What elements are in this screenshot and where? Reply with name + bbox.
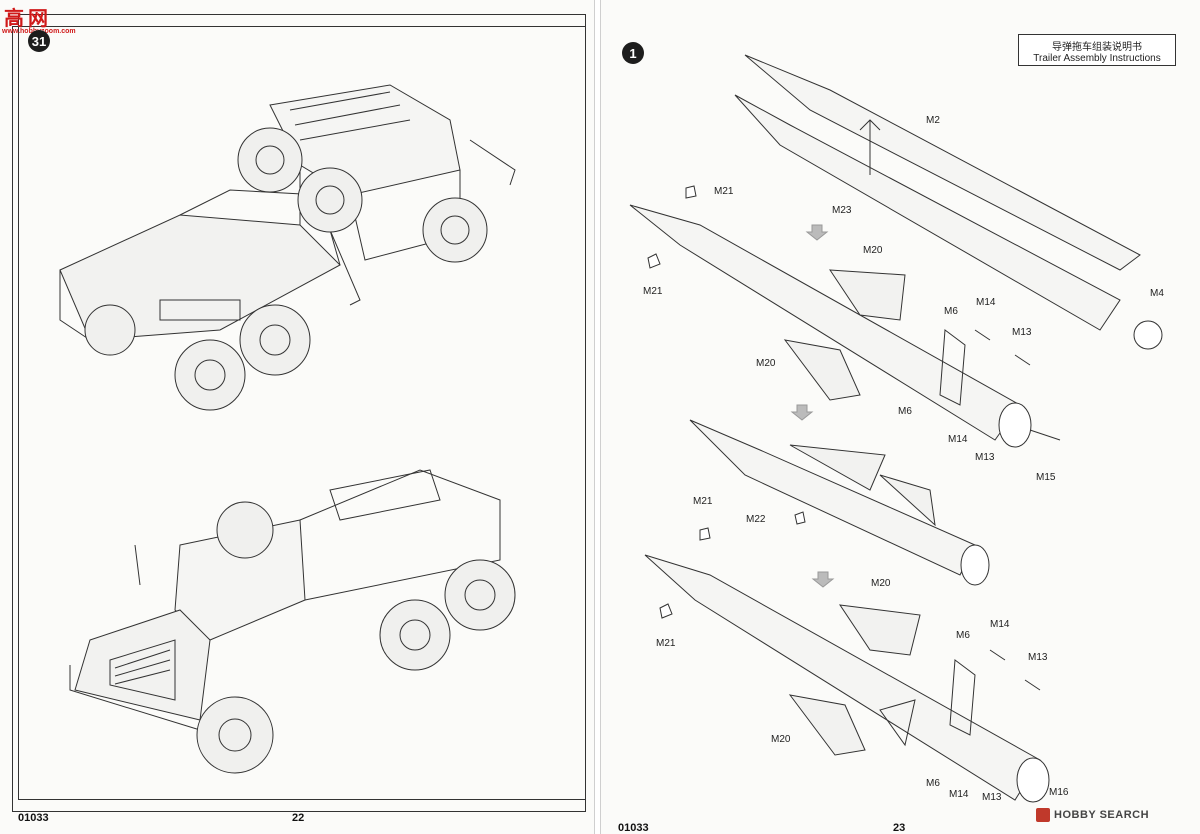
part-label-m15: M15 — [1036, 472, 1056, 483]
product-code-right: 01033 — [618, 822, 649, 834]
part-label-m6: M6 — [944, 306, 958, 317]
instructions-title-box: 导弹拖车组装说明书 Trailer Assembly Instructions — [1018, 34, 1176, 66]
part-label-m20: M20 — [863, 245, 883, 256]
missile-assembly-step-b-illustration — [644, 554, 1050, 803]
part-label-m20: M20 — [871, 578, 891, 589]
missile-assembly-step-a-illustration — [629, 204, 1061, 448]
part-label-m20: M20 — [771, 734, 791, 745]
part-label-m22: M22 — [746, 514, 766, 525]
part-label-m13: M13 — [1028, 652, 1048, 663]
right-page-frame — [12, 26, 586, 812]
page-number-right: 23 — [893, 822, 906, 834]
part-label-m14: M14 — [949, 789, 969, 800]
part-label-m2: M2 — [926, 115, 940, 126]
watermark-text: HOBBY SEARCH — [1054, 809, 1150, 821]
missile-assembled-illustration — [689, 419, 990, 586]
part-label-m14: M14 — [976, 297, 996, 308]
part-label-m14: M14 — [948, 434, 968, 445]
part-label-m21: M21 — [714, 186, 734, 197]
part-label-m20: M20 — [756, 358, 776, 369]
truck-rear-view-illustration — [59, 84, 516, 411]
title-english: Trailer Assembly Instructions — [1033, 53, 1161, 64]
hobby-search-watermark: HOBBY SEARCH — [1036, 806, 1149, 824]
truck-front-view-illustration — [69, 469, 516, 774]
title-chinese: 导弹拖车组装说明书 — [1052, 42, 1142, 53]
part-label-m14: M14 — [990, 619, 1010, 630]
part-label-m4: M4 — [1150, 288, 1164, 299]
part-label-m6: M6 — [956, 630, 970, 641]
hobby-search-logo-icon — [1036, 808, 1050, 822]
logo-glyphs: 高网 — [4, 8, 52, 30]
missile-body-halves-illustration — [734, 54, 1163, 350]
part-label-m6: M6 — [898, 406, 912, 417]
step-arrows — [790, 224, 835, 588]
part-label-m6: M6 — [926, 778, 940, 789]
page-number-left: 22 — [292, 812, 305, 824]
part-label-m16: M16 — [1049, 787, 1069, 798]
step-badge-right: 1 — [622, 42, 644, 64]
part-label-m23: M23 — [832, 205, 852, 216]
step-badge-left: 31 — [28, 30, 50, 52]
product-code-left: 01033 — [18, 812, 49, 824]
part-label-m13: M13 — [982, 792, 1002, 803]
small-parts-illustration — [647, 185, 1041, 691]
part-label-m13: M13 — [1012, 327, 1032, 338]
part-label-m13: M13 — [975, 452, 995, 463]
part-label-m21: M21 — [656, 638, 676, 649]
part-label-m21: M21 — [693, 496, 713, 507]
part-label-m21: M21 — [643, 286, 663, 297]
